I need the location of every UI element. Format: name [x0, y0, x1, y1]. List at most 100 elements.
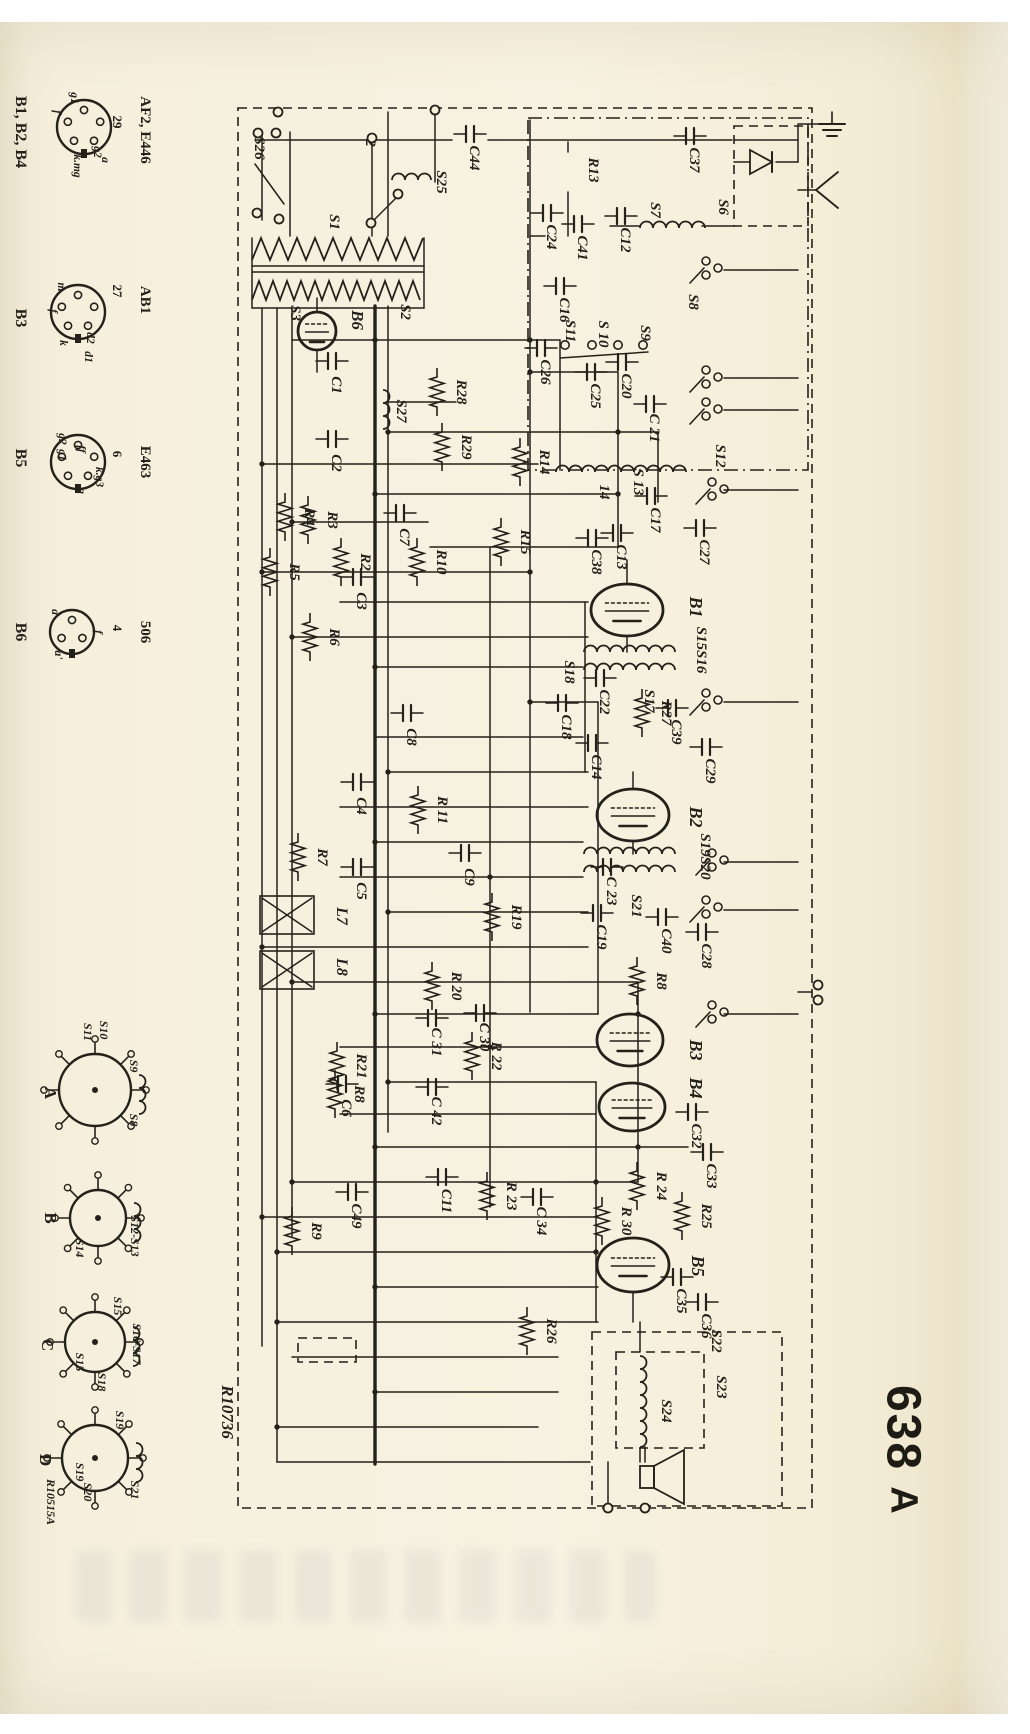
tube-symbol-B5: [595, 1236, 671, 1294]
component-label: S26: [251, 136, 267, 160]
terminal: [639, 1502, 651, 1514]
component-label: R 11: [434, 795, 450, 824]
component-label: S19: [697, 833, 713, 857]
component-label: R8: [351, 1084, 367, 1103]
component-label: C 34: [533, 1207, 549, 1236]
component-label: S21: [628, 894, 644, 917]
terminal: [429, 104, 441, 116]
resistor-symbol: [627, 1162, 647, 1210]
resistor-symbol: [672, 1192, 692, 1240]
switch-contact: [701, 411, 711, 421]
socket-pin-label: d2: [84, 332, 96, 344]
tube-designators: B5: [12, 449, 29, 468]
switch-socket-center: [92, 1455, 98, 1461]
junction-dot: [615, 429, 621, 435]
socket-key: [81, 149, 87, 158]
component-label: R4: [301, 507, 317, 526]
socket-section-label: D: [36, 1454, 55, 1466]
component-label: S1: [326, 214, 342, 230]
shield-border: [237, 107, 813, 1509]
component-label: C14: [588, 754, 604, 780]
coil-symbol: [132, 1326, 141, 1367]
switch-contact: [719, 855, 729, 865]
component-label: C 30: [476, 1023, 492, 1052]
component-label: C37: [686, 147, 702, 173]
tube-symbol-B1: [589, 582, 665, 638]
junction-dot: [615, 491, 621, 497]
junction-dot: [385, 769, 391, 775]
component-label: L7: [333, 906, 350, 926]
junction-dot: [289, 1179, 295, 1185]
switch-contact: [559, 339, 570, 350]
socket-pin-label: ff: [75, 445, 87, 454]
socket-stub-contact: [59, 1369, 68, 1378]
socket-stub: [65, 1312, 75, 1322]
component-label: C26: [537, 359, 553, 385]
switch-contact: [701, 688, 711, 698]
component-label: C 31: [428, 1028, 444, 1057]
resistor-symbol: [510, 438, 530, 486]
resistor-symbol: [331, 538, 351, 586]
coil-symbol: [583, 662, 676, 671]
terminal: [602, 1502, 614, 1514]
component-label: S6: [715, 199, 731, 215]
socket-pin-label: f: [47, 309, 59, 314]
junction-dot: [385, 429, 391, 435]
component-label: C44: [466, 145, 482, 171]
switch-contact: [701, 895, 711, 905]
component-label: R 20: [448, 971, 464, 1001]
junction-dot: [635, 1011, 641, 1017]
component-label: C35: [673, 1288, 689, 1314]
wire: [261, 952, 313, 988]
socket-tag-label: S18: [95, 1373, 109, 1392]
switch-socket-center: [92, 1087, 98, 1093]
resistor-symbol: [300, 613, 320, 661]
transformer-winding: [251, 235, 424, 263]
socket-tag-label: S14: [73, 1239, 87, 1258]
component-label: R3: [324, 510, 340, 529]
switch-contact: [701, 702, 711, 712]
shield-border: [591, 1331, 783, 1507]
socket-key: [75, 334, 81, 343]
socket-code: 29: [110, 116, 125, 130]
socket-stub-contact: [124, 1183, 133, 1192]
socket-pin-label: a: [75, 488, 87, 494]
socket-pin: [79, 105, 89, 115]
tube-type-label: 506: [137, 621, 153, 644]
junction-dot: [593, 1249, 599, 1255]
component-label: C27: [696, 539, 712, 565]
switch-arm: [689, 906, 705, 923]
junction-dot: [527, 569, 533, 575]
component-label: C3: [353, 592, 369, 610]
component-label: C25: [587, 383, 603, 409]
switch-arm: [689, 267, 705, 284]
socket-stub-contact: [63, 1244, 72, 1253]
switch-arm: [689, 376, 705, 393]
socket-stub-contact: [122, 1306, 131, 1315]
socket-pin-label: g2: [56, 432, 68, 445]
socket-stub-contact: [91, 1293, 99, 1301]
coil-symbol: [639, 1355, 648, 1448]
socket-stub-contact: [91, 1383, 99, 1391]
socket-stub-contact: [91, 1502, 99, 1510]
socket-code: 27: [110, 285, 125, 299]
junction-dot: [385, 1079, 391, 1085]
socket-stub-contact: [57, 1488, 65, 1496]
junction-dot: [259, 944, 265, 950]
junction-dot: [593, 1179, 599, 1185]
switch-contact: [719, 484, 729, 494]
coil-symbol: [583, 846, 676, 855]
tube-symbol-B6: [296, 310, 338, 352]
paper-background: [0, 22, 1008, 1714]
component-label: C33: [703, 1163, 719, 1189]
socket-tag-label: S21: [128, 1481, 142, 1500]
component-label: C9: [461, 868, 477, 886]
socket-stub: [119, 1055, 130, 1066]
shield-border: [297, 1337, 357, 1363]
component-label: C49: [348, 1203, 364, 1229]
component-label: R25: [698, 1202, 714, 1229]
socket-key: [69, 649, 75, 658]
socket-section-label: C: [38, 1339, 57, 1351]
socket-pin: [89, 136, 99, 146]
junction-dot: [385, 909, 391, 915]
